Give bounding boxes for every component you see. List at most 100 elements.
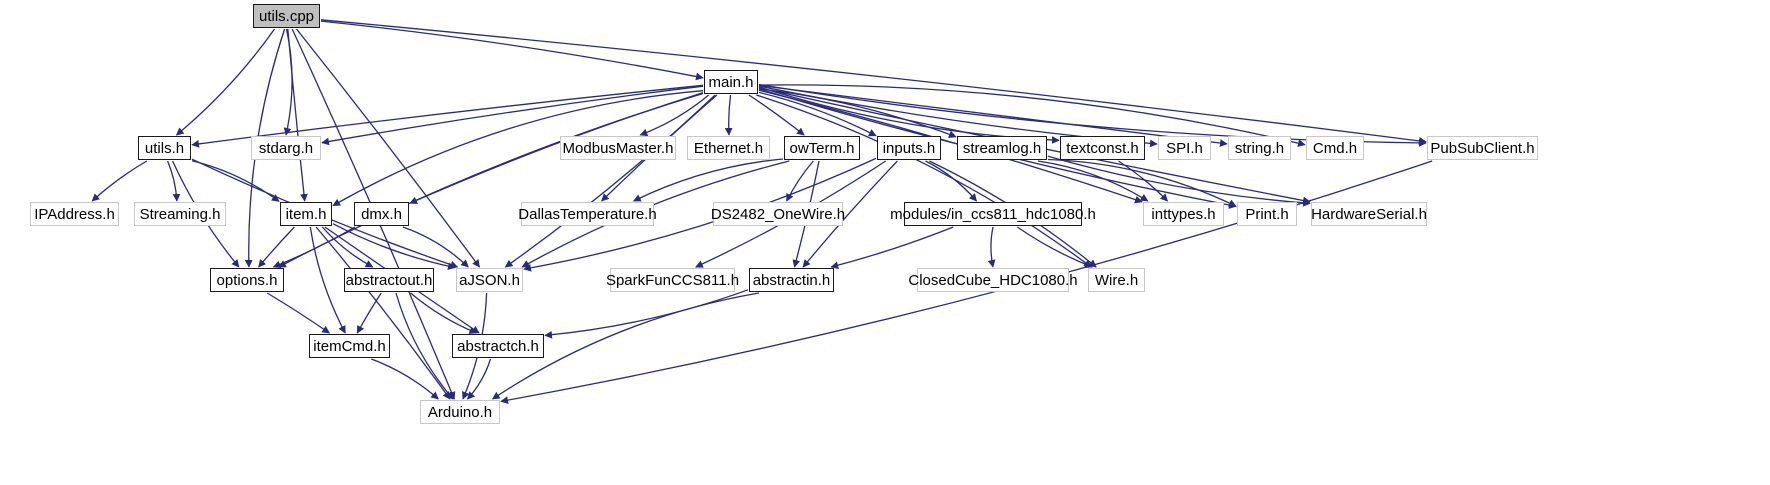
graph-node-label: owTerm.h: [789, 139, 855, 157]
edge-main-h-to-wire-h: [756, 94, 1092, 268]
graph-node-inttypes-h[interactable]: inttypes.h: [1143, 202, 1224, 226]
graph-node-label: SPI.h: [1166, 139, 1203, 157]
graph-node-dmx-h[interactable]: dmx.h: [354, 202, 409, 226]
edge-owterm-h-to-ds2482-h: [786, 160, 814, 202]
graph-node-label: Streaming.h: [139, 205, 221, 223]
graph-node-options-h[interactable]: options.h: [210, 268, 284, 292]
edge-utils-cpp-to-utils-h: [175, 28, 276, 136]
graph-node-closedcube-h[interactable]: ClosedCube_HDC1080.h: [908, 268, 1078, 292]
graph-node-spi-h[interactable]: SPI.h: [1158, 136, 1211, 160]
graph-node-arduino-h[interactable]: Arduino.h: [420, 400, 500, 424]
edge-inputs-h-to-mod-ccs-h: [925, 160, 978, 202]
graph-node-label: aJSON.h: [459, 271, 520, 289]
graph-node-utils-h[interactable]: utils.h: [138, 136, 191, 160]
graph-node-abstractch-h[interactable]: abstractch.h: [452, 334, 544, 358]
graph-node-cmd-h[interactable]: Cmd.h: [1306, 136, 1364, 160]
edge-utils-cpp-to-ajson-h: [295, 28, 481, 268]
edge-main-h-to-owterm-h: [748, 94, 805, 136]
edge-abstractch-h-to-arduino-h: [466, 358, 492, 400]
graph-node-ds2482-h[interactable]: DS2482_OneWire.h: [710, 202, 846, 226]
graph-node-abstractout-h[interactable]: abstractout.h: [344, 268, 434, 292]
graph-node-label: PubSubClient.h: [1430, 139, 1535, 157]
graph-node-label: abstractch.h: [457, 337, 539, 355]
graph-node-textconst-h[interactable]: textconst.h: [1060, 136, 1145, 160]
edge-utils-h-to-item-h: [191, 160, 280, 202]
edge-item-h-to-options-h: [258, 226, 295, 268]
graph-node-dallas-h[interactable]: DallasTemperature.h: [518, 202, 657, 226]
graph-node-label: dmx.h: [361, 205, 402, 223]
graph-node-wire-h[interactable]: Wire.h: [1088, 268, 1145, 292]
graph-node-streamlog-h[interactable]: streamlog.h: [957, 136, 1047, 160]
graph-node-utils-cpp[interactable]: utils.cpp: [253, 4, 320, 28]
edge-abstractin-h-to-abstractch-h: [544, 289, 749, 339]
edge-main-h-to-options-h: [278, 92, 704, 268]
graph-node-label: string.h: [1234, 139, 1285, 157]
graph-node-hwserial-h[interactable]: HardwareSerial.h: [1311, 202, 1427, 226]
edge-main-h-to-inputs-h: [758, 91, 877, 137]
graph-node-streaming-h[interactable]: Streaming.h: [134, 202, 226, 226]
edge-main-h-to-string-h: [758, 84, 1228, 147]
edge-item-h-to-itemcmd-h: [309, 226, 346, 334]
edge-pubsub-h-to-arduino-h: [500, 160, 1433, 404]
graph-node-itemcmd-h[interactable]: itemCmd.h: [309, 334, 390, 358]
edge-utils-h-to-ipaddress-h: [91, 160, 148, 202]
edge-textconst-h-to-inttypes-h: [1118, 160, 1169, 202]
edge-main-h-to-modbus-h: [639, 94, 710, 137]
graph-node-label: inputs.h: [882, 139, 936, 157]
graph-node-item-h[interactable]: item.h: [280, 202, 332, 226]
edge-main-h-to-stdarg-h: [321, 85, 704, 146]
edge-utils-cpp-to-item-h: [287, 28, 308, 202]
edge-streamlog-h-to-hwserial-h: [1047, 155, 1311, 207]
graph-node-abstractin-h[interactable]: abstractin.h: [749, 268, 834, 292]
graph-node-ethernet-h[interactable]: Ethernet.h: [687, 136, 770, 160]
graph-node-print-h[interactable]: Print.h: [1237, 202, 1297, 226]
edge-item-h-to-abstractout-h: [321, 226, 374, 268]
graph-node-label: utils.h: [144, 139, 185, 157]
graph-node-label: DS2482_OneWire.h: [710, 205, 846, 223]
graph-node-label: item.h: [285, 205, 327, 223]
edge-dmx-h-to-ajson-h: [402, 226, 469, 268]
edge-abstractout-h-to-arduino-h: [395, 292, 454, 400]
graph-node-label: inttypes.h: [1151, 205, 1216, 223]
graph-node-inputs-h[interactable]: inputs.h: [877, 136, 941, 160]
graph-node-main-h[interactable]: main.h: [704, 70, 758, 94]
edge-inputs-h-to-ajson-h: [523, 157, 877, 272]
graph-node-label: ModbusMaster.h: [562, 139, 674, 157]
graph-node-modbus-h[interactable]: ModbusMaster.h: [560, 136, 676, 160]
graph-node-label: SparkFunCCS811.h: [605, 271, 740, 289]
edge-options-h-to-itemcmd-h: [266, 292, 330, 334]
graph-node-label: options.h: [216, 271, 278, 289]
edge-item-h-to-arduino-h: [315, 226, 451, 400]
graph-node-ajson-h[interactable]: aJSON.h: [456, 268, 523, 292]
graph-node-ipaddress-h[interactable]: IPAddress.h: [30, 202, 119, 226]
edge-main-h-to-item-h: [332, 90, 704, 207]
edge-owterm-h-to-dallas-h: [632, 158, 784, 202]
edge-utils-cpp-to-pubsub-h: [320, 19, 1427, 145]
edge-utils-h-to-streaming-h: [166, 160, 181, 202]
graph-node-label: Cmd.h: [1312, 139, 1358, 157]
edge-dmx-h-to-options-h: [272, 226, 356, 268]
graph-node-owterm-h[interactable]: owTerm.h: [784, 136, 860, 160]
graph-node-label: abstractin.h: [752, 271, 831, 289]
edge-streamlog-h-to-inttypes-h: [1037, 160, 1149, 202]
graph-node-label: DallasTemperature.h: [518, 205, 657, 223]
graph-node-stdarg-h[interactable]: stdarg.h: [251, 136, 321, 160]
graph-node-label: HardwareSerial.h: [1311, 205, 1427, 223]
graph-node-pubsub-h[interactable]: PubSubClient.h: [1427, 136, 1538, 160]
edge-main-h-to-utils-h: [191, 84, 704, 148]
graph-node-label: main.h: [708, 73, 754, 91]
graph-node-string-h[interactable]: string.h: [1228, 136, 1291, 160]
graph-node-label: textconst.h: [1066, 139, 1139, 157]
edge-item-h-to-ajson-h: [332, 223, 456, 270]
edge-inputs-h-to-abstractin-h: [802, 160, 898, 268]
graph-node-label: utils.cpp: [258, 7, 315, 25]
graph-node-sparkfun-h[interactable]: SparkFunCCS811.h: [606, 268, 739, 292]
graph-node-label: modules/in_ccs811_hdc1080.h: [890, 205, 1096, 223]
edge-streamlog-h-to-print-h: [1047, 158, 1237, 207]
edge-abstractin-h-to-arduino-h: [491, 292, 760, 400]
edge-mod-ccs-h-to-closedcube-h: [987, 226, 996, 268]
edge-abstractout-h-to-itemcmd-h: [356, 292, 382, 334]
graph-node-mod-ccs-h[interactable]: modules/in_ccs811_hdc1080.h: [890, 202, 1096, 226]
